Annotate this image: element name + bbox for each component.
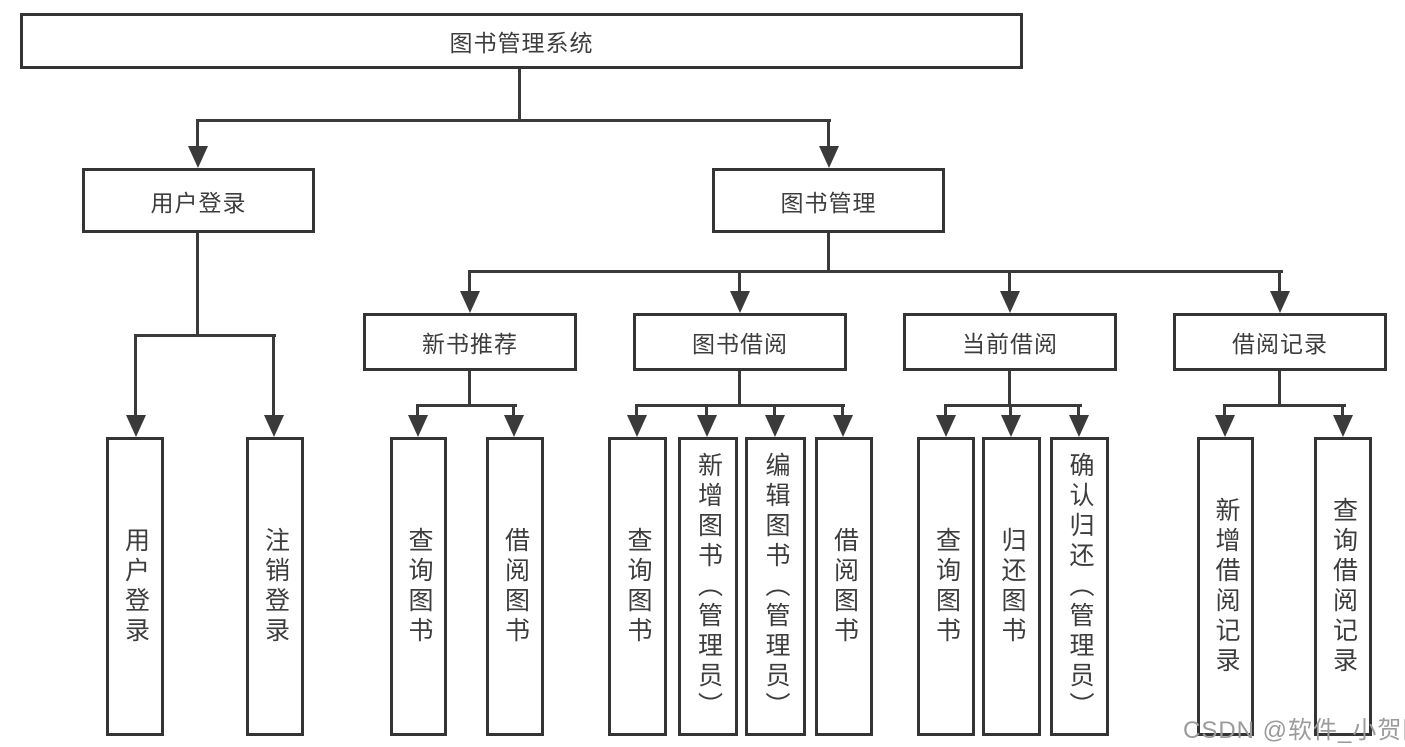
connector-level2-bus [196,119,831,122]
connector-level3-bus [468,270,1283,273]
connector-drop [827,119,830,149]
node-root-label: 图书管理系统 [449,30,594,56]
leaf-borrow-book-2: 借阅图书 [815,437,873,736]
connector-current-borrow-stem [1008,371,1011,407]
connector-root-stem [518,69,521,120]
leaf-label: 查询借阅记录 [1329,496,1358,677]
leaf-query-book-3: 查询图书 [917,437,975,736]
node-book-mgmt: 图书管理 [712,168,945,233]
node-user-login: 用户登录 [82,168,315,233]
leaf-confirm-return-admin: 确认归还（管理员） [1050,437,1109,736]
leaf-label: 用户登录 [121,526,150,647]
connector-drop [1223,404,1226,418]
leaf-label: 查询图书 [405,526,433,647]
leaf-label: 归还图书 [998,526,1026,647]
arrowhead-down-icon [504,415,524,437]
leaf-return-book: 归还图书 [982,437,1041,736]
arrowhead-down-icon [730,291,750,313]
arrowhead-down-icon [1000,291,1020,313]
node-current-borrow-label: 当前借阅 [962,331,1058,357]
leaf-label: 查询图书 [624,526,652,647]
arrowhead-down-icon [408,415,428,437]
leaf-label: 确认归还（管理员） [1066,451,1094,722]
connector-drop [134,334,137,418]
connector-borrow-record-stem [1278,371,1281,407]
node-book-borrow: 图书借阅 [633,313,847,371]
leaf-label: 新增图书（管理员） [694,451,723,722]
leaf-query-borrow-record: 查询借阅记录 [1314,437,1372,736]
node-new-book-rec: 新书推荐 [363,313,577,371]
node-borrow-record-label: 借阅记录 [1232,331,1328,357]
connector-drop [1341,404,1344,418]
arrowhead-down-icon [936,415,956,437]
leaf-label: 借阅图书 [830,526,859,647]
arrowhead-down-icon [1270,291,1290,313]
connector-drop [773,404,776,418]
leaf-logout: 注销登录 [246,437,304,736]
arrowhead-down-icon [1001,415,1021,437]
leaf-label: 新增借阅记录 [1212,496,1240,677]
arrowhead-down-icon [627,415,647,437]
connector-drop [705,404,708,418]
node-user-login-label: 用户登录 [150,189,247,216]
connector-drop [841,404,844,418]
arrowhead-down-icon [833,415,853,437]
leaf-add-borrow-record: 新增借阅记录 [1197,437,1254,736]
leaf-label: 借阅图书 [501,526,530,647]
node-new-book-rec-label: 新书推荐 [422,331,518,357]
connector-book-borrow-stem [738,371,741,407]
leaf-user-login: 用户登录 [106,437,164,736]
connector-book-borrow-bus [635,404,845,407]
connector-drop [1077,404,1080,418]
arrowhead-down-icon [1215,415,1235,437]
csdn-watermark: CSDN @软件_小贺同学 [1183,717,1405,744]
connector-new-book-bus [416,404,517,407]
arrowhead-down-icon [819,146,839,168]
connector-book-mgmt-stem [827,233,830,273]
connector-drop [272,334,275,418]
arrowhead-down-icon [188,146,208,168]
node-current-borrow: 当前借阅 [903,313,1117,371]
leaf-label: 编辑图书（管理员） [762,451,790,722]
connector-borrow-record-bus [1223,404,1346,407]
connector-drop [738,270,741,294]
connector-drop [468,270,471,294]
node-book-borrow-label: 图书借阅 [692,331,788,357]
arrowhead-down-icon [264,415,284,437]
arrowhead-down-icon [1333,415,1353,437]
leaf-borrow-book-1: 借阅图书 [486,437,544,736]
arrowhead-down-icon [126,415,146,437]
connector-drop [1278,270,1281,294]
leaf-add-book-admin: 新增图书（管理员） [678,437,738,736]
arrowhead-down-icon [1069,415,1089,437]
leaf-label: 注销登录 [261,526,290,647]
arrowhead-down-icon [765,415,785,437]
connector-drop [1009,404,1012,418]
arrowhead-down-icon [697,415,717,437]
connector-drop [635,404,638,418]
leaf-query-book-2: 查询图书 [608,437,667,736]
leaf-label: 查询图书 [932,526,961,647]
connector-drop [944,404,947,418]
connector-drop [416,404,419,418]
node-root: 图书管理系统 [20,13,1023,69]
node-borrow-record: 借阅记录 [1173,313,1387,371]
connector-drop [512,404,515,418]
node-book-mgmt-label: 图书管理 [780,189,877,216]
arrowhead-down-icon [460,291,480,313]
connector-user-login-bus [134,334,276,337]
connector-drop [196,119,199,149]
leaf-query-book-1: 查询图书 [390,437,447,736]
connector-current-borrow-bus [944,404,1082,407]
connector-new-book-stem [468,371,471,407]
connector-user-login-stem [196,233,199,337]
leaf-edit-book-admin: 编辑图书（管理员） [745,437,806,736]
connector-drop [1008,270,1011,294]
